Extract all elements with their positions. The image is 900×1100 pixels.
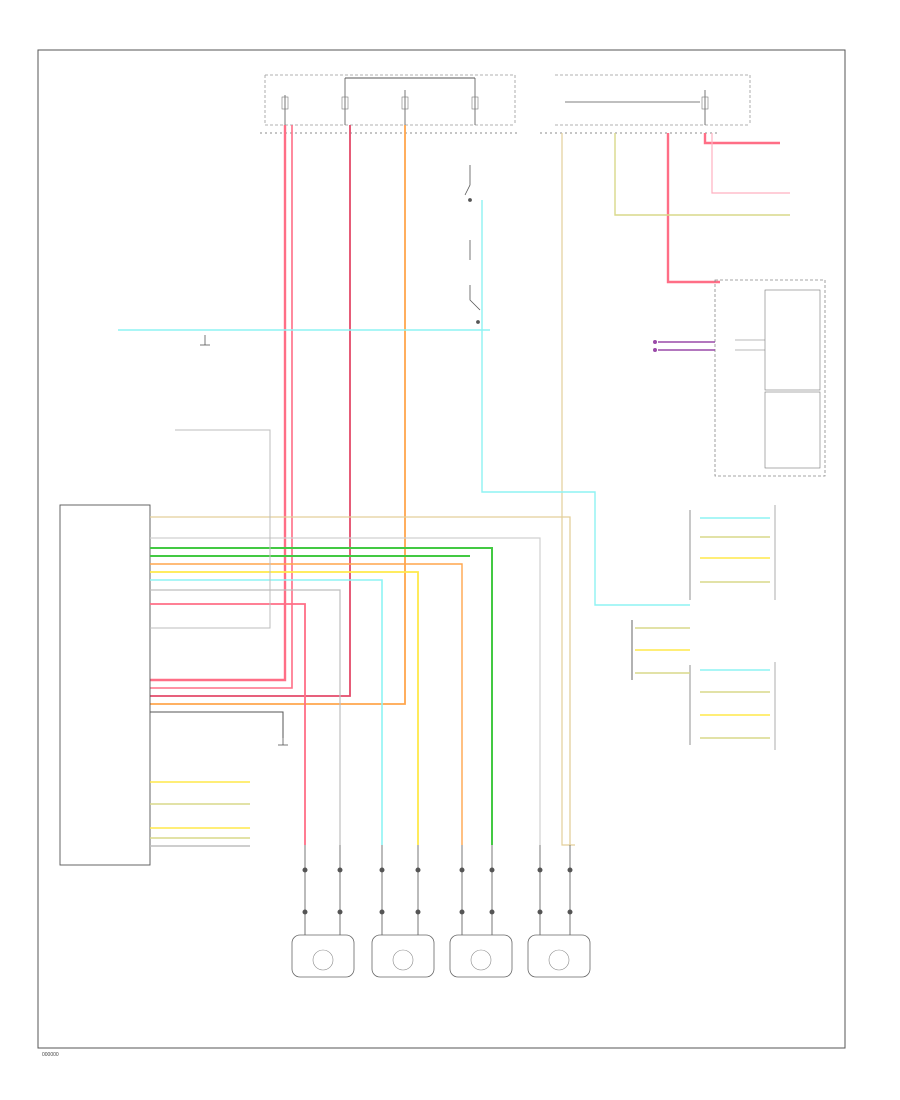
wire-cyan-7: [150, 579, 383, 845]
sensor-stubs: [304, 845, 571, 935]
diagram-border: [37, 49, 846, 1049]
wire-pink-right-branch2: [711, 133, 790, 194]
brake-switch: [464, 165, 481, 324]
right-module: [714, 279, 826, 477]
wire-gray-2: [150, 537, 541, 845]
center-splice: [631, 620, 690, 680]
sensor-connectors: [302, 867, 573, 915]
wire-orange-main: [150, 125, 406, 705]
wire-yellow-5: [150, 563, 463, 845]
footer-code: 000000: [42, 1052, 59, 1058]
right-bus-lower: [689, 662, 776, 750]
wire-tan-1: [150, 516, 571, 845]
wire-gray-10: [150, 429, 271, 629]
purple-connector: [653, 340, 715, 352]
wire-ground: [150, 711, 284, 738]
wire-red-9: [150, 603, 306, 845]
wire-yellow-6: [150, 571, 419, 845]
wire-green-3: [150, 547, 493, 845]
wire-red-dark: [150, 125, 351, 697]
ground-symbol: [200, 335, 288, 746]
fuse-block-top-left: [264, 74, 516, 126]
wire-gray-8: [150, 589, 341, 845]
wire-pink-right-branch: [703, 133, 780, 145]
wire-tan-center: [561, 133, 575, 846]
wire-red-main: [150, 125, 293, 689]
wire-red-right: [666, 133, 720, 284]
right-bus-upper: [689, 505, 776, 600]
wire-cyan-switch: [481, 200, 690, 606]
wire-olive-right: [614, 133, 790, 216]
wheel-sensor-rf: [449, 934, 513, 978]
lower-left-wires: [150, 781, 250, 847]
wheel-sensor-lf: [371, 934, 435, 978]
fuse-block-top-right: [555, 74, 751, 126]
wheel-sensor-lr: [291, 934, 355, 978]
wheel-sensor-rr: [527, 934, 591, 978]
ebcm-module: [59, 504, 151, 866]
